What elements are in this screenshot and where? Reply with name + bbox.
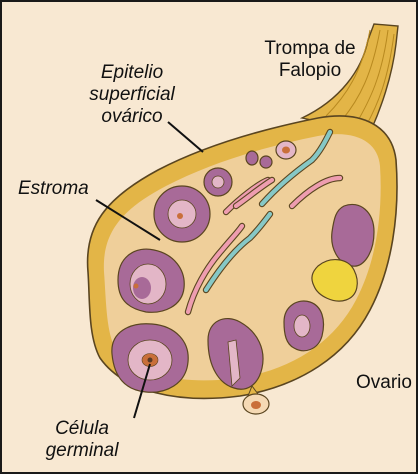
follicle-small-3 [276, 141, 296, 159]
label-germ-cell: Célula germinal [30, 418, 134, 462]
label-ovary: Ovario [356, 372, 412, 394]
corpus-albicans [332, 204, 374, 266]
follicle-small-1 [246, 151, 258, 165]
label-stroma: Estroma [18, 178, 89, 200]
follicle-small-2 [260, 156, 272, 168]
follicle-germinal [112, 324, 188, 393]
follicle-6 [284, 301, 324, 351]
label-fallopian-tube: Trompa de Falopio [260, 38, 360, 82]
follicle-4 [204, 168, 232, 196]
label-surface-epithelium: Epitelio superficial ovárico [76, 62, 188, 128]
follicle-5 [154, 186, 210, 242]
